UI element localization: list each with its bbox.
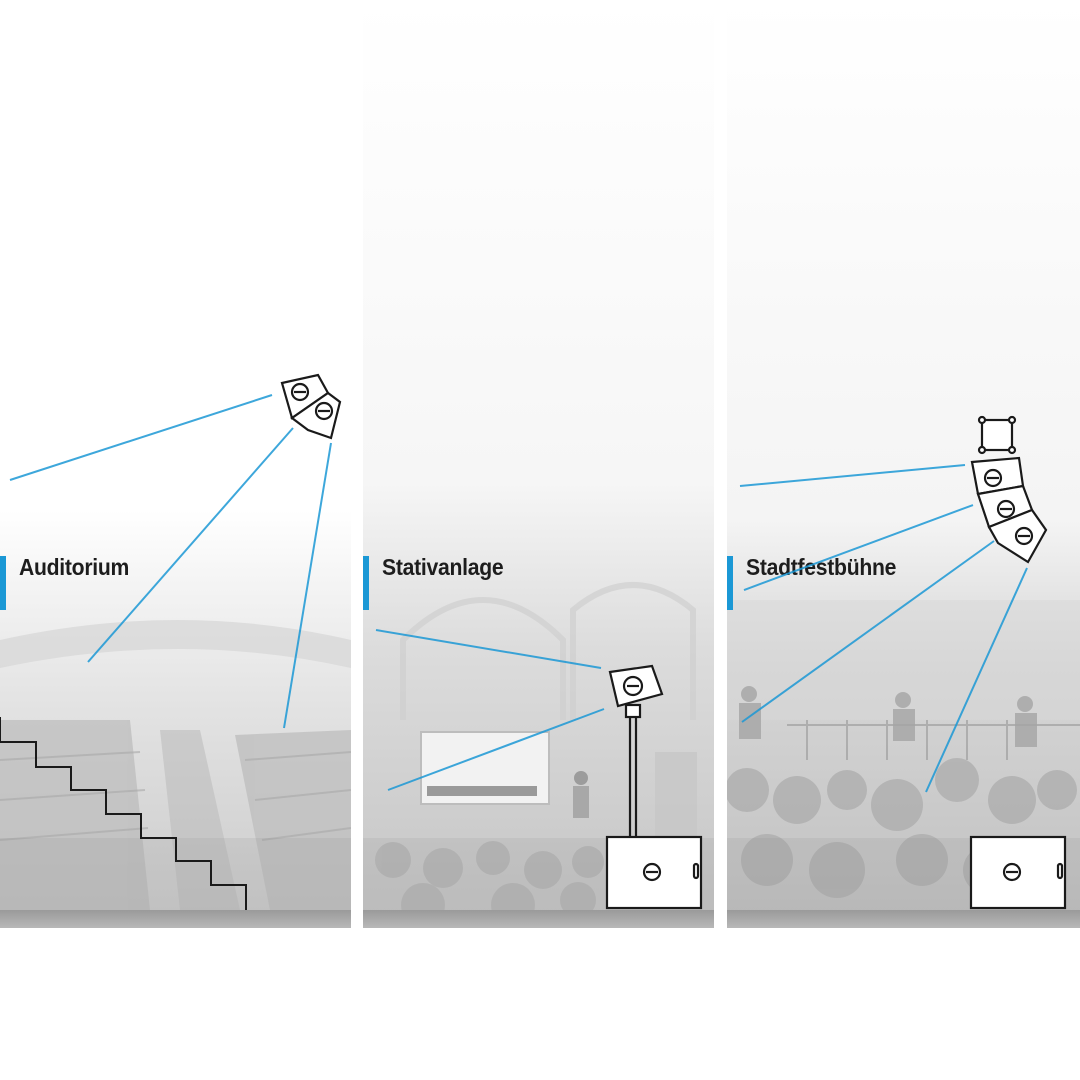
- accent-bar: [0, 556, 6, 610]
- panel-title: Stadtfestbühne: [746, 554, 897, 580]
- festival-photo-background: [727, 0, 1080, 928]
- floor-strip: [363, 910, 714, 928]
- panel-stadtfestbuehne: Stadtfestbühne: [727, 0, 1080, 928]
- title-block: Stativanlage: [363, 554, 714, 610]
- title-block: Stadtfestbühne: [727, 554, 1080, 610]
- panel-title: Stativanlage: [382, 554, 504, 580]
- title-block: Auditorium: [0, 554, 351, 610]
- accent-bar: [363, 556, 369, 610]
- accent-bar: [727, 556, 733, 610]
- panel-auditorium: Auditorium: [0, 0, 351, 928]
- floor-band: [363, 838, 714, 910]
- panel-title: Auditorium: [19, 554, 130, 580]
- floor-strip: [727, 910, 1080, 928]
- floor-band: [727, 838, 1080, 910]
- auditorium-photo-background: [0, 0, 351, 928]
- conference-photo-background: [363, 0, 714, 928]
- floor-band: [0, 838, 351, 910]
- floor-strip: [0, 910, 351, 928]
- panel-stativanlage: Stativanlage: [363, 0, 714, 928]
